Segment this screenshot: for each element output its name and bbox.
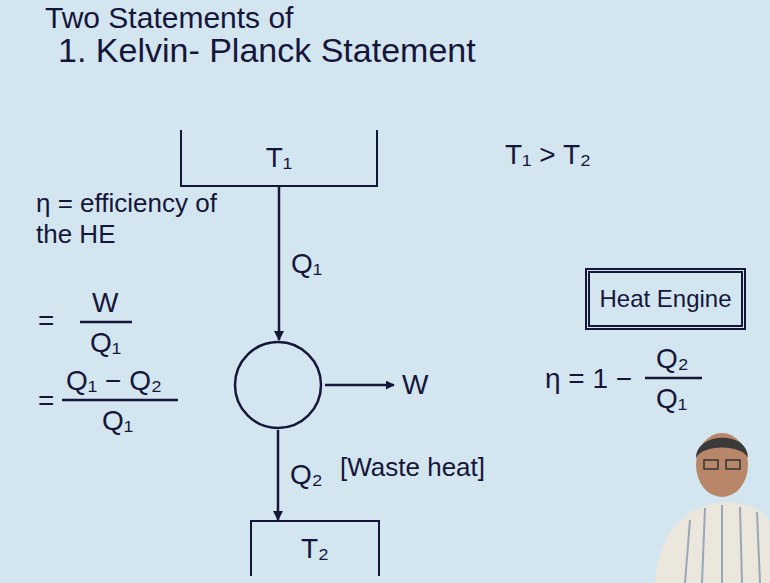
efficiency-formula: η = 1 − <box>545 362 632 396</box>
presenter-head <box>696 433 748 497</box>
temperature-relation: T₁ > T₂ <box>505 138 591 172</box>
efficiency-definition: η = efficiency of the HE <box>36 188 246 250</box>
node-text: T₂ <box>301 532 329 566</box>
glasses <box>704 460 718 469</box>
fraction-denominator: Q₁ <box>90 326 121 360</box>
slide-title: Two Statements of <box>45 0 293 36</box>
node-text: Heat Engine <box>599 285 731 314</box>
equals-sign: = <box>38 304 54 338</box>
fraction-bar <box>645 377 702 380</box>
engine-circle-outline <box>235 342 321 428</box>
heat-label: Q₂ <box>288 458 325 492</box>
cold-reservoir: T₂ <box>250 520 380 576</box>
work-arrow <box>325 384 394 387</box>
presenter <box>655 433 770 583</box>
fraction-denominator: Q₁ <box>656 382 687 416</box>
fraction-numerator: Q₂ <box>656 342 689 376</box>
engine-circle <box>233 340 323 430</box>
hot-reservoir: T₁ <box>180 130 378 187</box>
heat-flow-arrow <box>277 430 280 520</box>
equals-sign: = <box>38 384 54 418</box>
shirt-stripes <box>685 505 760 583</box>
fraction-denominator: Q₁ <box>102 404 133 438</box>
heading-box: Heat Engine <box>585 268 746 330</box>
glasses <box>726 460 740 469</box>
node-text: T₁ <box>266 141 293 175</box>
statement-heading: 1. Kelvin- Planck Statement <box>58 30 476 71</box>
presenter-shirt <box>655 502 770 583</box>
heat-flow-arrow <box>278 187 281 340</box>
engine-outline <box>233 340 323 430</box>
fraction-numerator: Q₁ − Q₂ <box>66 364 162 398</box>
fraction-bar <box>80 321 132 324</box>
fraction-bar <box>62 399 178 402</box>
work-label: W <box>402 368 428 402</box>
fraction-numerator: W <box>92 286 118 320</box>
waste-heat-note: [Waste heat] <box>340 452 485 483</box>
heat-label: Q₁ <box>289 247 324 281</box>
presenter-hair <box>696 438 748 458</box>
